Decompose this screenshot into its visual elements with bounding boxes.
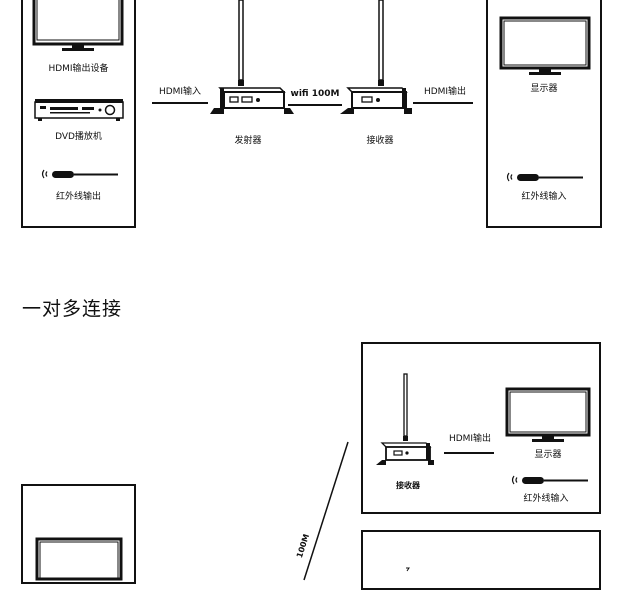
receiver-device-icon	[340, 0, 412, 114]
section-title: 一对多连接	[22, 298, 123, 320]
receiver-group-box	[361, 342, 601, 514]
bottom-display-label: 显示器	[534, 450, 562, 460]
source-device-label: HDMI输出设备	[48, 64, 109, 74]
ir-emitter-icon	[41, 169, 118, 179]
hdmi-input-label: HDMI输入	[158, 87, 202, 97]
second-receiver-group-box	[361, 530, 601, 590]
display-group-box	[486, 0, 602, 228]
wifi-link-line	[288, 104, 342, 106]
bottom-ir-receiver-icon	[511, 475, 588, 485]
display-label: 显示器	[530, 84, 558, 94]
dvd-player-icon	[34, 99, 124, 121]
bottom-hdmi-output-label: HDMI输出	[448, 434, 492, 444]
transmitter-label: 发射器	[234, 136, 262, 146]
bottom-source-monitor-icon	[35, 537, 123, 581]
hdmi-output-cable	[413, 102, 473, 104]
bottom-display-monitor-icon	[505, 387, 591, 442]
hdmi-input-cable	[152, 102, 208, 104]
transmitter-device-icon	[210, 0, 294, 114]
ir-input-label: 红外线输入	[521, 192, 567, 202]
bottom-hdmi-output-cable	[444, 452, 494, 454]
source-monitor-icon	[32, 0, 124, 51]
hdmi-output-label: HDMI输出	[423, 87, 467, 97]
second-receiver-antenna-icon	[406, 567, 410, 572]
dvd-player-label: DVD播放机	[55, 132, 102, 142]
ir-receiver-icon	[506, 172, 583, 182]
bottom-receiver-label: 接收器	[396, 481, 420, 490]
wireless-link-line	[303, 441, 349, 581]
display-monitor-icon	[499, 16, 591, 75]
receiver-label: 接收器	[366, 136, 394, 146]
bottom-receiver-device-icon	[376, 373, 434, 465]
bottom-ir-input-label: 红外线输入	[523, 494, 569, 504]
ir-output-label: 红外线输出	[55, 192, 101, 202]
wifi-label: wifi 100M	[290, 89, 340, 99]
